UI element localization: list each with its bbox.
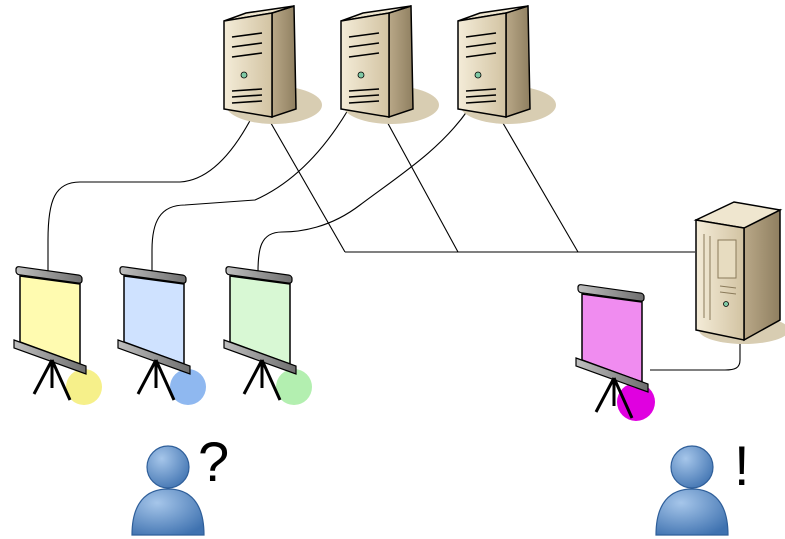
screen-top-bar	[15, 266, 83, 284]
power-led-icon	[474, 71, 482, 79]
user-icon	[131, 488, 205, 536]
link-server3-screen-green	[257, 109, 469, 273]
screen-color-spot	[617, 383, 655, 421]
user-icon	[655, 488, 729, 536]
screen-top-bar	[225, 266, 293, 284]
user-head-icon	[146, 445, 190, 489]
user-informed: !	[655, 434, 750, 536]
screen-top-bar	[119, 266, 187, 284]
user-head-icon	[670, 445, 714, 489]
tower-slots	[348, 32, 380, 104]
screen-color-spot	[170, 369, 206, 405]
screen-top-bar	[577, 284, 645, 302]
rack-side	[743, 208, 781, 342]
link-server1-bus	[267, 117, 346, 253]
tower-side	[271, 4, 297, 119]
exclamation-mark: !	[734, 434, 750, 497]
projection-screen-blue	[117, 266, 206, 405]
tripod-stand	[32, 359, 72, 401]
tripod-stand	[594, 377, 634, 419]
link-server2-bus	[384, 117, 459, 253]
screen-bottom-bar	[575, 357, 649, 393]
tower-side	[505, 4, 531, 119]
tower-server-2	[340, 4, 439, 124]
screen-color-spot	[276, 369, 312, 405]
link-server3-bus	[499, 117, 579, 253]
projection-screen-magenta	[575, 284, 655, 421]
tripod-stand	[136, 359, 176, 401]
rack-vents	[703, 234, 737, 320]
link-server2-screen-blue	[151, 109, 349, 272]
projection-screen-green	[223, 266, 312, 405]
tower-slots	[465, 32, 497, 104]
projection-screen-yellow	[13, 266, 102, 405]
rack-server	[693, 201, 785, 344]
screen-color-spot	[66, 369, 102, 405]
link-rack-screen-magenta	[650, 340, 741, 371]
tower-server-3	[457, 4, 556, 124]
tripod-stand	[242, 359, 282, 401]
connections	[47, 109, 741, 371]
tower-side	[388, 4, 414, 119]
screen-bottom-bar	[13, 339, 87, 375]
power-led-icon	[240, 71, 248, 79]
rack-front	[695, 219, 745, 341]
tower-slots	[231, 32, 263, 104]
power-led-icon	[723, 301, 729, 307]
power-led-icon	[357, 71, 365, 79]
tower-server-1	[223, 4, 322, 124]
question-mark: ?	[198, 430, 229, 493]
user-confused: ?	[131, 430, 229, 536]
screen-bottom-bar	[117, 339, 191, 375]
screen-bottom-bar	[223, 339, 297, 375]
link-server1-screen-yellow	[47, 114, 254, 272]
